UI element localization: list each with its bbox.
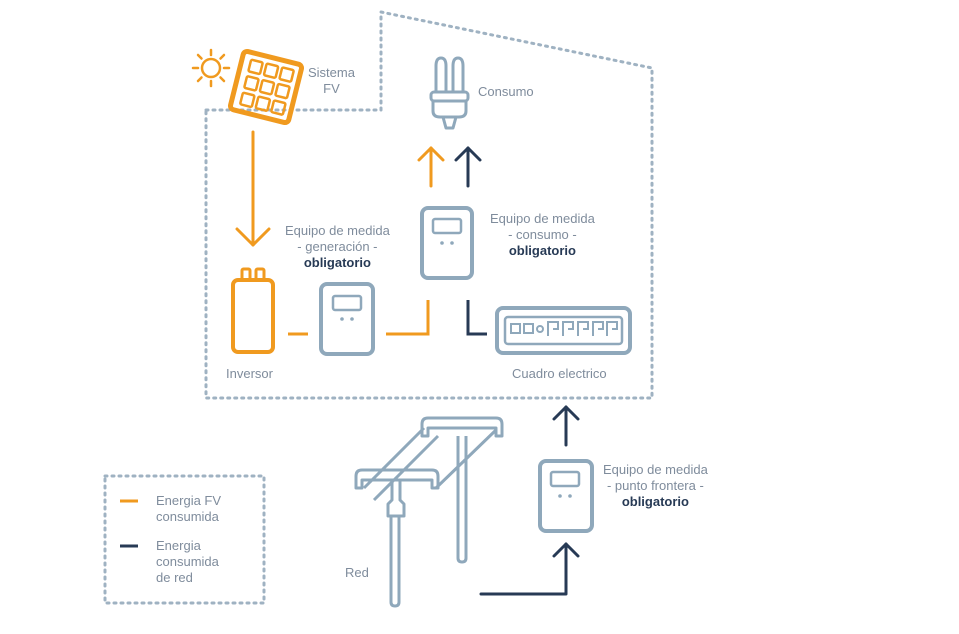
house-outline: [204, 10, 654, 400]
lightbulb-icon: [429, 56, 470, 130]
meter-icon: [538, 459, 594, 533]
label-sistema-fv: Sistema FV: [308, 65, 355, 96]
grid-arrow-to-consumption: [454, 146, 482, 188]
fv-arrow-to-inverter: [235, 130, 271, 247]
grid-arrow-to-panel: [552, 405, 580, 447]
fv-arrow-to-consumption: [417, 146, 445, 188]
label-inversor: Inversor: [226, 366, 273, 381]
label-medida-consumo: Equipo de medida - consumo - obligatorio: [490, 211, 595, 258]
power-pole-icon: [354, 416, 504, 608]
label-cuadro: Cuadro electrico: [512, 366, 607, 381]
label-consumo: Consumo: [478, 84, 534, 99]
grid-line-panel-to-consumption: [466, 300, 487, 336]
label-medida-generacion: Equipo de medida - generación - obligato…: [285, 223, 390, 270]
electrical-panel-icon: [495, 306, 632, 355]
meter-icon: [420, 206, 474, 280]
fv-line-meter-to-consumption: [386, 300, 430, 336]
legend-fv-label: Energia FV consumida: [156, 493, 222, 524]
label-red: Red: [345, 565, 369, 580]
legend-box: [103, 474, 266, 605]
grid-line-pole-to-meter: [479, 542, 580, 596]
meter-icon: [319, 282, 375, 356]
legend-grid-label: Energia consumida de red: [156, 538, 219, 585]
solar-panel-icon: [227, 48, 305, 126]
inverter-icon: [231, 267, 275, 354]
sun-icon: [191, 48, 231, 88]
label-medida-frontera: Equipo de medida - punto frontera - obli…: [603, 462, 708, 509]
